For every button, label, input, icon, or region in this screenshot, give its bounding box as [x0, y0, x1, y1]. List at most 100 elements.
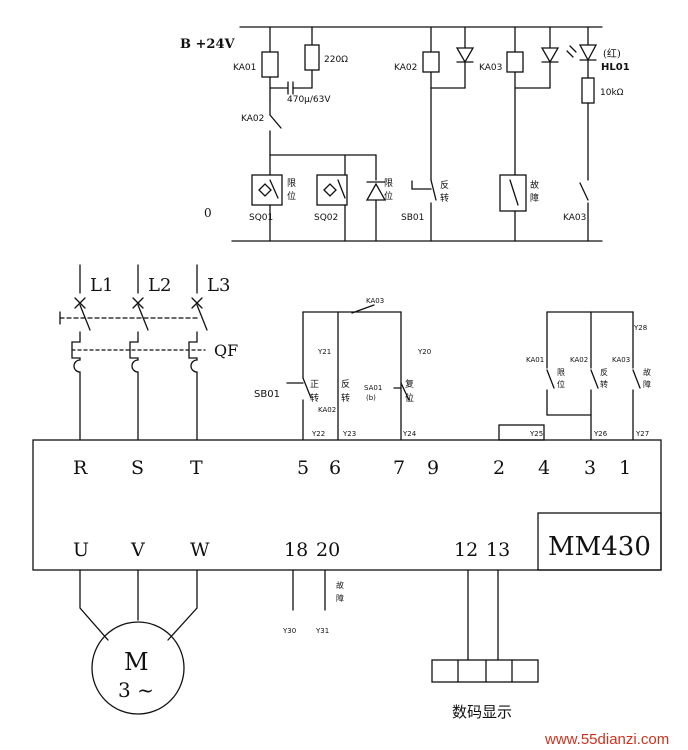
svg-text:KA03: KA03 — [366, 297, 384, 305]
svg-text:V: V — [130, 539, 145, 561]
watermark: www.55dianzi.com — [544, 731, 669, 748]
sq01-limit-switch — [251, 174, 283, 206]
relay-output-wiring — [292, 569, 539, 683]
supply-label: B +24V — [180, 37, 235, 52]
svg-text:KA02: KA02 — [241, 114, 264, 124]
svg-text:SQ02: SQ02 — [314, 213, 338, 223]
led-hl01 — [578, 44, 598, 62]
bottom-labels: M 3 ~ 故 障 Y30 Y31 数码显示 www.55dianzi.com — [118, 580, 669, 748]
svg-text:Y23: Y23 — [342, 430, 356, 438]
svg-text:SQ01: SQ01 — [249, 213, 273, 223]
svg-text:故: 故 — [643, 367, 651, 377]
svg-text:Y20: Y20 — [417, 348, 431, 356]
svg-text:QF: QF — [214, 341, 238, 360]
svg-text:3: 3 — [584, 457, 596, 479]
svg-text:L3: L3 — [207, 275, 230, 296]
digital-input-wiring — [286, 304, 641, 441]
ka01-input-contact — [546, 369, 555, 389]
svg-text:Y26: Y26 — [593, 430, 608, 438]
svg-text:HL01: HL01 — [601, 62, 630, 73]
svg-text:障: 障 — [336, 593, 344, 603]
display-label: 数码显示 — [452, 703, 512, 721]
svg-text:转: 转 — [310, 392, 319, 404]
svg-text:Y21: Y21 — [317, 348, 331, 356]
motor-phase-label: 3 ~ — [118, 678, 154, 702]
svg-text:10kΩ: 10kΩ — [600, 88, 624, 98]
svg-text:470μ/63V: 470μ/63V — [287, 95, 331, 105]
svg-text:位: 位 — [384, 190, 393, 202]
svg-text:7: 7 — [393, 457, 405, 479]
svg-text:转: 转 — [440, 192, 449, 204]
motor-output — [79, 569, 198, 715]
svg-text:KA02: KA02 — [394, 63, 417, 73]
svg-text:KA01: KA01 — [526, 356, 544, 364]
ka02-input-contact — [590, 369, 599, 389]
svg-text:SB01: SB01 — [401, 213, 424, 223]
resistor-220 — [304, 44, 320, 71]
svg-text:KA01: KA01 — [233, 63, 256, 73]
svg-text:障: 障 — [643, 379, 651, 389]
svg-text:(红): (红) — [603, 47, 621, 60]
svg-text:18: 18 — [284, 539, 308, 561]
ka03-coil — [506, 51, 524, 73]
svg-text:2: 2 — [493, 457, 505, 479]
ka03-input-contact — [351, 304, 375, 314]
motor-label: M — [124, 648, 149, 676]
svg-text:转: 转 — [341, 392, 350, 404]
sb01-input-contact — [302, 377, 312, 399]
input-labels: KA03 Y21 Y20 SB01 正 转 反 转 KA02 SA01 (b) … — [254, 297, 651, 438]
top-labels: B +24V 0 KA01 220Ω 470μ/63V KA02 SQ01 SQ… — [180, 37, 630, 223]
resistor-10k — [581, 77, 595, 104]
svg-text:L2: L2 — [148, 275, 171, 296]
svg-text:位: 位 — [287, 190, 296, 202]
svg-text:限: 限 — [557, 368, 565, 377]
svg-text:限: 限 — [384, 178, 393, 189]
sa01-input-contact — [400, 382, 410, 401]
svg-text:KA03: KA03 — [563, 213, 586, 223]
svg-text:KA02: KA02 — [570, 356, 588, 364]
model-plate — [537, 512, 662, 571]
sq02-limit-switch — [316, 174, 348, 206]
svg-text:T: T — [190, 457, 203, 479]
svg-text:13: 13 — [486, 539, 510, 561]
svg-text:位: 位 — [557, 379, 565, 389]
svg-text:W: W — [190, 539, 210, 561]
svg-text:S: S — [131, 457, 144, 479]
svg-text:Y24: Y24 — [402, 430, 417, 438]
svg-text:故: 故 — [530, 179, 539, 191]
svg-text:SB01: SB01 — [254, 389, 280, 400]
svg-text:Y28: Y28 — [633, 324, 647, 332]
fault-contact-box — [499, 174, 527, 212]
svg-text:故: 故 — [336, 580, 344, 590]
svg-text:12: 12 — [454, 539, 478, 561]
svg-text:限: 限 — [287, 178, 296, 189]
svg-text:转: 转 — [600, 379, 608, 389]
ka03-contact — [579, 182, 589, 201]
svg-text:5: 5 — [297, 457, 309, 479]
relay-control-circuit — [231, 26, 603, 242]
svg-text:SA01: SA01 — [364, 384, 382, 392]
svg-text:20: 20 — [316, 539, 340, 561]
ka03b-input-contact — [632, 369, 641, 389]
svg-text:R: R — [73, 457, 88, 479]
svg-text:正: 正 — [310, 380, 319, 390]
svg-text:Y27: Y27 — [635, 430, 649, 438]
svg-text:KA03: KA03 — [612, 356, 630, 364]
svg-text:KA02: KA02 — [318, 406, 336, 414]
svg-text:Y30: Y30 — [282, 627, 296, 635]
svg-text:1: 1 — [619, 457, 631, 479]
power-labels: L1 L2 L3 QF — [90, 275, 238, 360]
ka02-contact — [269, 114, 282, 129]
svg-text:L1: L1 — [90, 275, 113, 296]
zero-label: 0 — [204, 206, 212, 220]
ka02-coil — [422, 51, 440, 73]
limit-diode — [365, 182, 387, 201]
sb01-contact — [430, 179, 437, 201]
svg-text:9: 9 — [427, 457, 439, 479]
svg-text:反: 反 — [341, 379, 350, 390]
svg-text:障: 障 — [530, 192, 539, 204]
svg-text:Y31: Y31 — [315, 627, 329, 635]
inverter-labels: R S T 5 6 7 9 2 4 3 1 U V W 18 20 12 13 … — [73, 457, 651, 562]
svg-text:(b): (b) — [366, 394, 376, 402]
